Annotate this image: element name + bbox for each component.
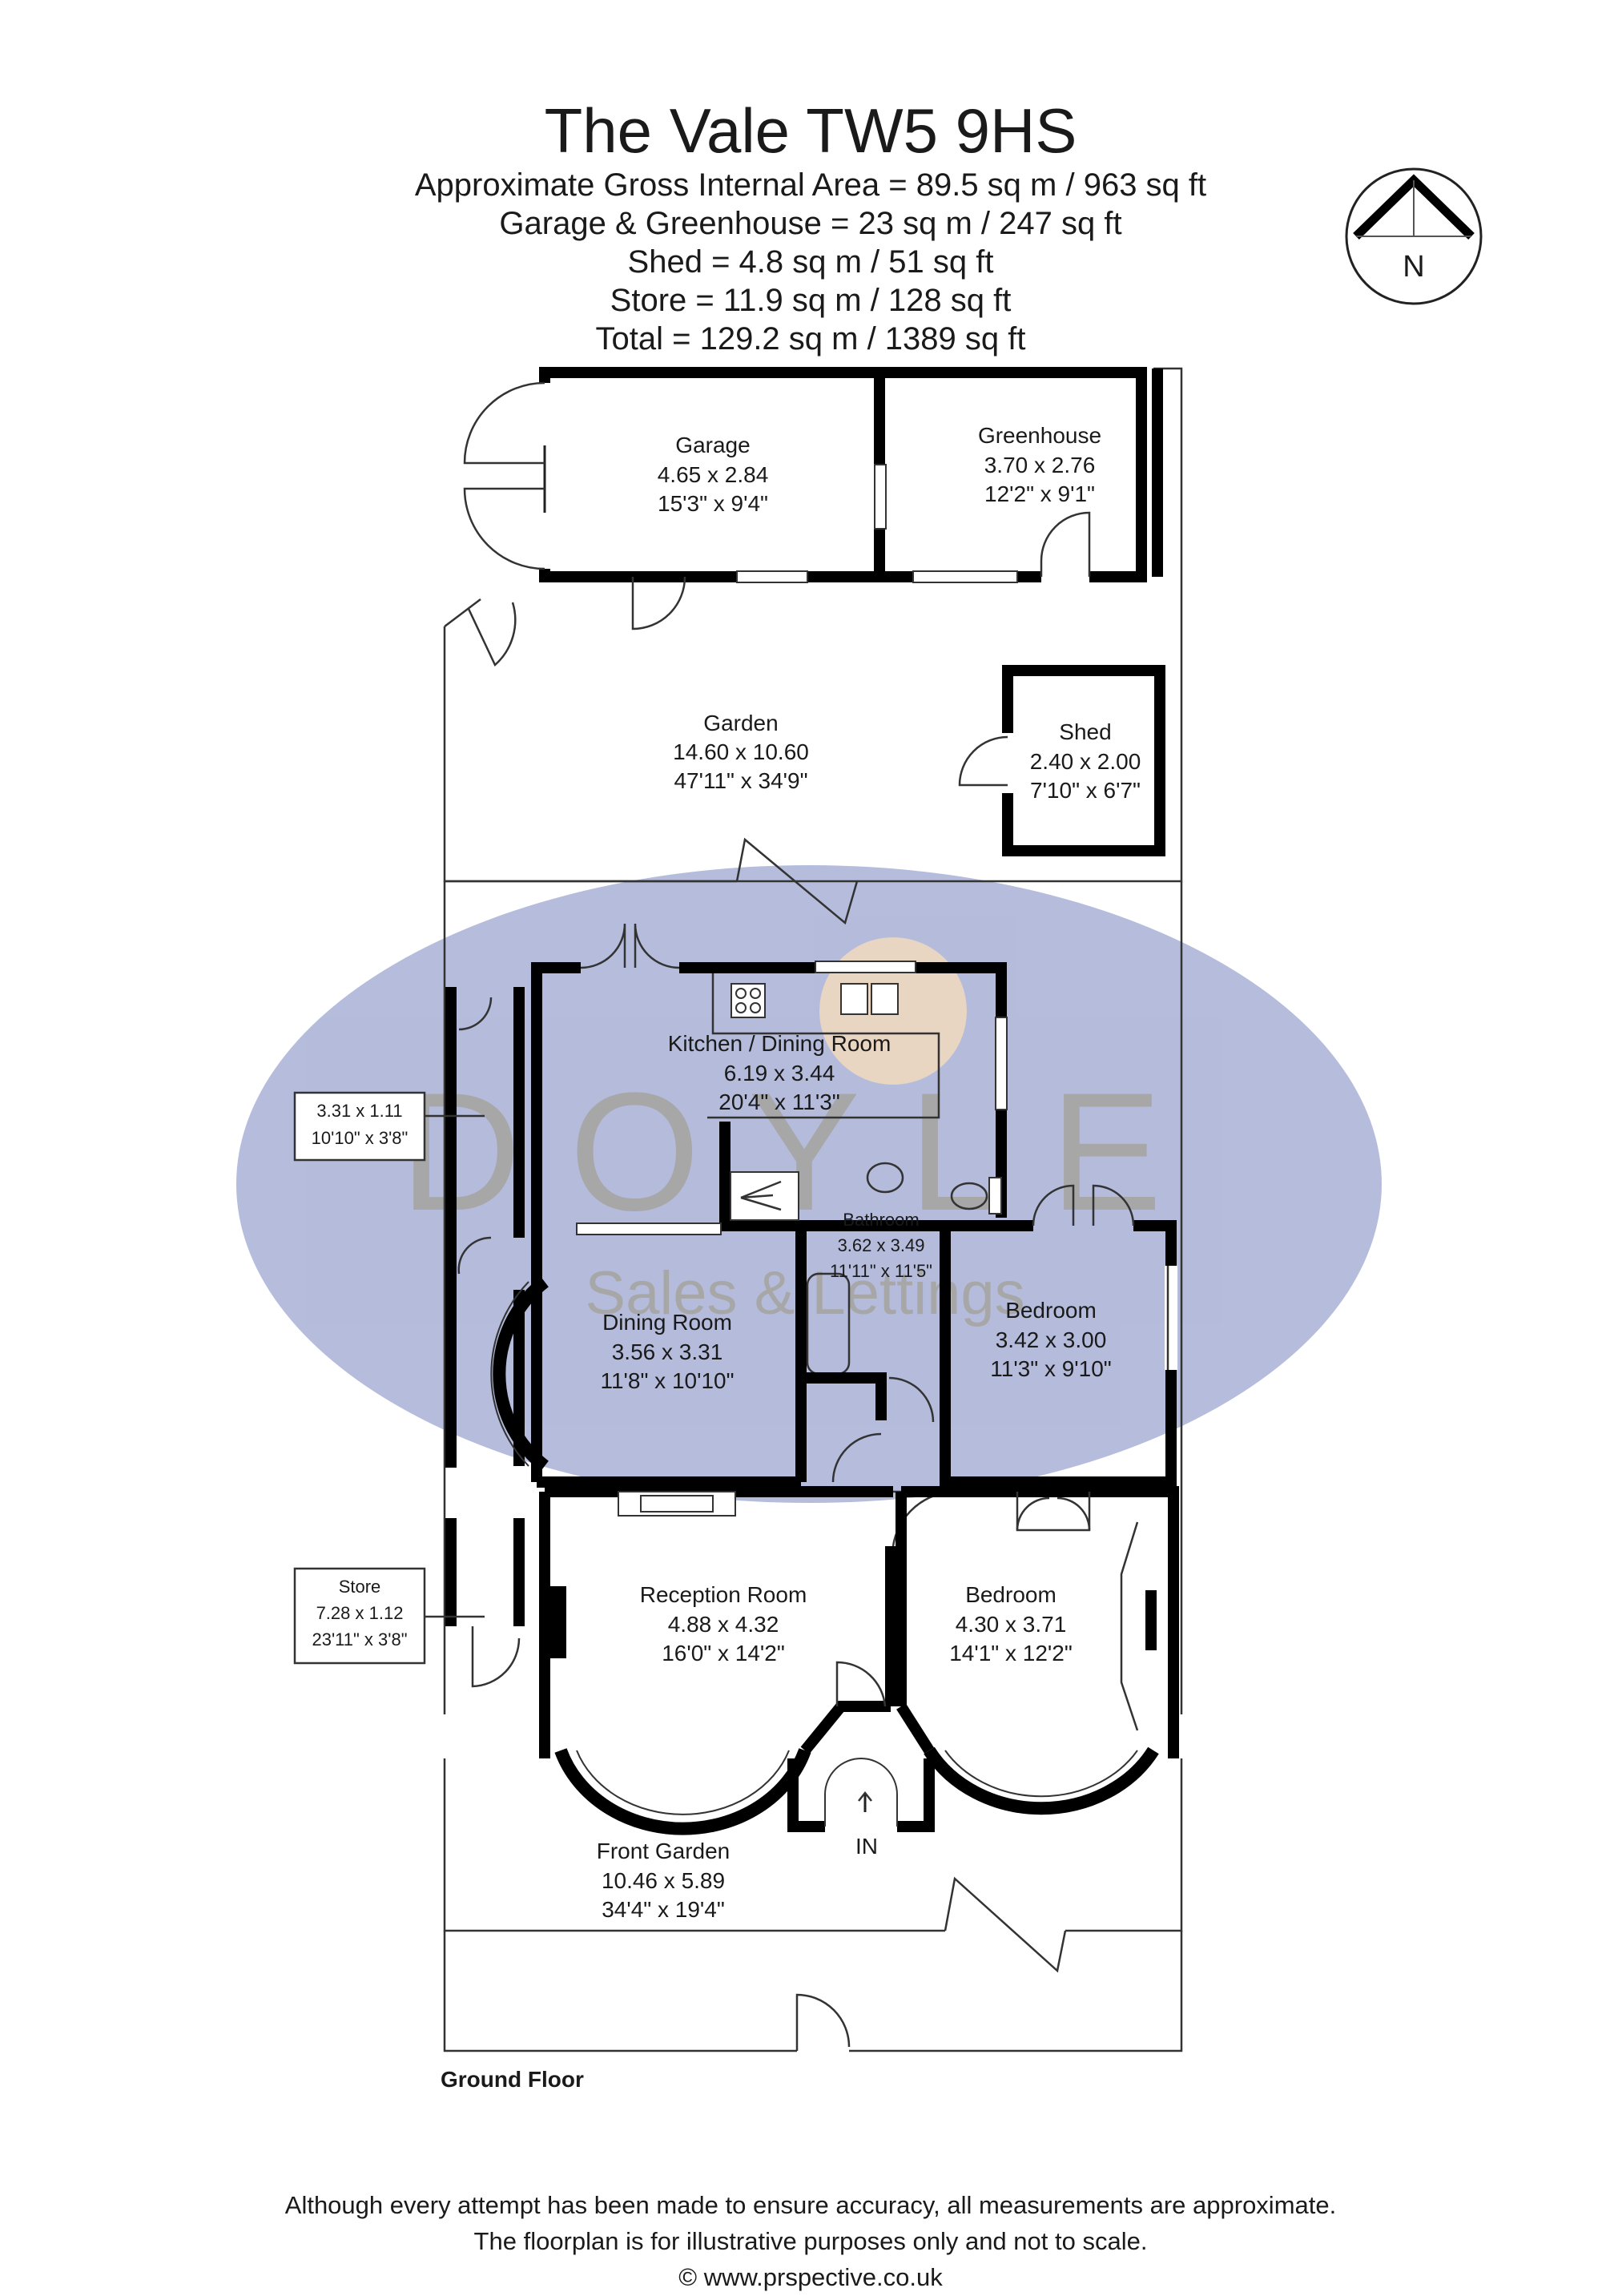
- dining-name: Dining Room: [602, 1310, 732, 1335]
- entrance-porch: IN: [787, 1661, 935, 1859]
- garden-name: Garden: [703, 711, 778, 735]
- shed-name: Shed: [1059, 719, 1111, 744]
- side-store-label: 3.31 x 1.11 10'10" x 3'8": [293, 1091, 485, 1162]
- side-store-imperial: 10'10" x 3'8": [312, 1128, 409, 1148]
- bedroom1-imperial: 11'3" x 9'10": [990, 1356, 1111, 1381]
- kitchen-name: Kitchen / Dining Room: [668, 1031, 891, 1056]
- store-name: Store: [339, 1577, 381, 1597]
- disclaimer-line-1: Although every attempt has been made to …: [285, 2191, 1336, 2219]
- watermark-logo: DOYLE Sales & Lettings: [236, 865, 1382, 1503]
- reception-imperial: 16'0" x 14'2": [662, 1641, 785, 1666]
- copyright-line: © www.prspective.co.uk: [678, 2263, 943, 2291]
- dining-room: Dining Room 3.56 x 3.31 11'8" x 10'10": [490, 1223, 801, 1488]
- area-store: Store = 11.9 sq m / 128 sq ft: [610, 283, 1012, 318]
- garden-metric: 14.60 x 10.60: [673, 739, 809, 764]
- reception-room: Reception Room 4.88 x 4.32 16'0" x 14'2": [539, 1486, 896, 1835]
- area-gross-internal: Approximate Gross Internal Area = 89.5 s…: [415, 167, 1206, 203]
- front-garden-name: Front Garden: [597, 1839, 731, 1863]
- bathroom-metric: 3.62 x 3.49: [838, 1235, 925, 1255]
- store-label: Store 7.28 x 1.12 23'11" x 3'8": [293, 1567, 485, 1665]
- dining-metric: 3.56 x 3.31: [612, 1339, 723, 1364]
- compass-icon: N: [1345, 167, 1483, 305]
- bathroom-imperial: 11'11" x 11'5": [830, 1261, 932, 1281]
- compass-north-label: N: [1403, 250, 1424, 284]
- bedroom1-name: Bedroom: [1005, 1298, 1097, 1323]
- area-shed: Shed = 4.8 sq m / 51 sq ft: [628, 244, 994, 280]
- kitchen-metric: 6.19 x 3.44: [724, 1061, 835, 1086]
- garage: Garage 4.65 x 2.84 15'3" x 9'4": [463, 367, 887, 630]
- front-garden-imperial: 34'4" x 19'4": [602, 1897, 725, 1922]
- shed: Shed 2.40 x 2.00 7'10" x 6'7": [958, 665, 1165, 856]
- garage-name: Garage: [675, 433, 750, 457]
- area-garage-greenhouse: Garage & Greenhouse = 23 sq m / 247 sq f…: [499, 206, 1121, 241]
- bedroom2-name: Bedroom: [965, 1582, 1057, 1607]
- bathroom-name: Bathroom: [843, 1210, 919, 1230]
- reception-name: Reception Room: [640, 1582, 807, 1607]
- bedroom2-metric: 4.30 x 3.71: [956, 1612, 1067, 1637]
- store-imperial: 23'11" x 3'8": [312, 1629, 407, 1649]
- dining-imperial: 11'8" x 10'10": [600, 1368, 734, 1393]
- front-garden: Front Garden 10.46 x 5.89 34'4" x 19'4": [443, 1758, 1183, 2052]
- greenhouse-imperial: 12'2" x 9'1": [984, 481, 1095, 506]
- side-store-metric: 3.31 x 1.11: [316, 1101, 402, 1121]
- disclaimer-line-2: The floorplan is for illustrative purpos…: [474, 2227, 1148, 2255]
- reception-metric: 4.88 x 4.32: [668, 1612, 779, 1637]
- bedroom2-imperial: 14'1" x 12'2": [949, 1641, 1073, 1666]
- greenhouse-name: Greenhouse: [978, 423, 1101, 448]
- kitchen-dining-room: Kitchen / Dining Room 6.19 x 3.44 20'4" …: [531, 923, 1008, 1230]
- bedroom1-metric: 3.42 x 3.00: [996, 1327, 1107, 1352]
- area-total: Total = 129.2 sq m / 1389 sq ft: [596, 321, 1026, 356]
- greenhouse: Greenhouse 3.70 x 2.76 12'2" x 9'1": [879, 367, 1147, 583]
- front-garden-metric: 10.46 x 5.89: [602, 1868, 725, 1893]
- page-title: The Vale TW5 9HS: [545, 95, 1077, 166]
- shed-imperial: 7'10" x 6'7": [1030, 778, 1141, 803]
- garden-imperial: 47'11" x 34'9": [674, 768, 807, 793]
- store-metric: 7.28 x 1.12: [316, 1603, 404, 1623]
- bedroom-1: Bedroom 3.42 x 3.00 11'3" x 9'10": [940, 1184, 1177, 1488]
- garage-imperial: 15'3" x 9'4": [658, 491, 768, 516]
- shed-metric: 2.40 x 2.00: [1030, 749, 1141, 774]
- garage-metric: 4.65 x 2.84: [658, 462, 769, 487]
- entrance-label: IN: [855, 1834, 878, 1859]
- greenhouse-metric: 3.70 x 2.76: [984, 453, 1096, 477]
- kitchen-imperial: 20'4" x 11'3": [718, 1090, 839, 1114]
- bedroom-2: Bedroom 4.30 x 3.71 14'1" x 12'2": [896, 1486, 1179, 1815]
- floor-label: Ground Floor: [441, 2067, 584, 2092]
